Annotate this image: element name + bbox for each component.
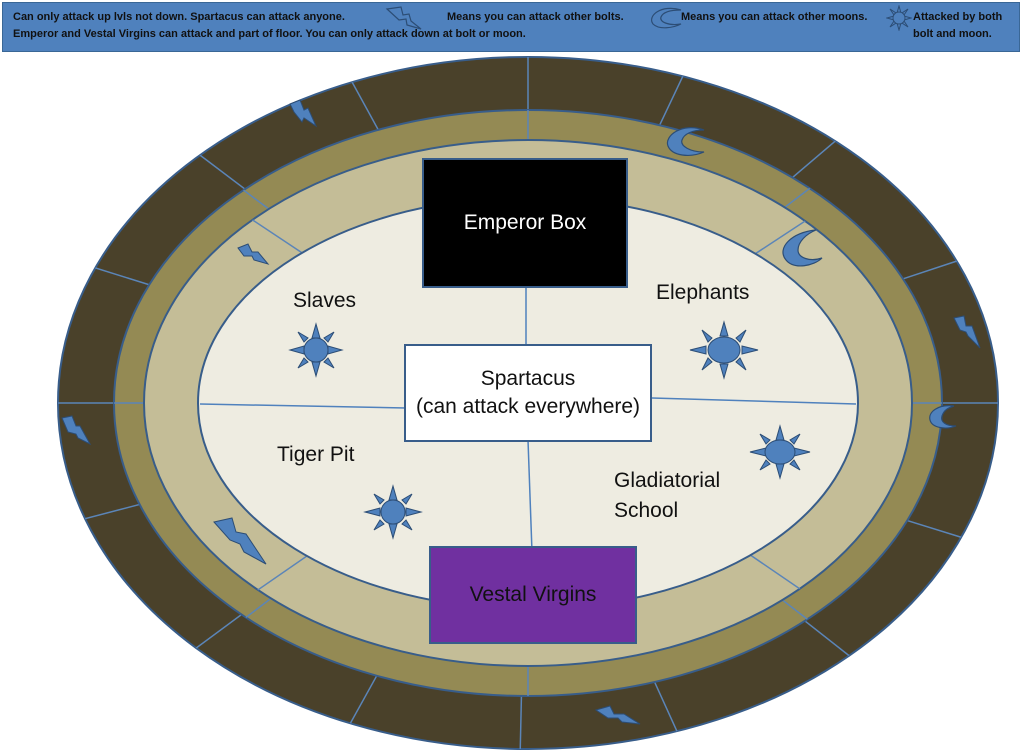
sun-icon bbox=[689, 320, 759, 380]
spartacus-box: Spartacus (can attack everywhere) bbox=[404, 344, 652, 442]
region-label-tiger-pit: Tiger Pit bbox=[277, 443, 355, 466]
spartacus-sublabel: (can attack everywhere) bbox=[415, 395, 641, 418]
crescent-moon-icon bbox=[782, 229, 823, 267]
lightning-bolt-icon bbox=[213, 517, 267, 565]
lightning-bolt-icon bbox=[61, 415, 92, 446]
legend-rule-line-2: Emperor and Vestal Virgins can attack an… bbox=[13, 28, 526, 40]
lightning-bolt-icon bbox=[385, 6, 422, 30]
lightning-bolt-icon bbox=[953, 315, 981, 349]
sun-icon bbox=[288, 322, 344, 378]
legend-moon-text: Means you can attack other moons. bbox=[681, 11, 868, 23]
sun-icon bbox=[363, 484, 423, 540]
legend-bolt-text: Means you can attack other bolts. bbox=[447, 11, 624, 23]
legend-rule-line-1: Can only attack up lvls not down. Sparta… bbox=[13, 11, 345, 23]
sun-icon bbox=[749, 424, 811, 480]
region-label-gladiatorial-line-1: Gladiatorial bbox=[614, 469, 721, 492]
legend-sun-text-1: Attacked by both bbox=[913, 11, 1003, 23]
lightning-bolt-icon bbox=[289, 99, 318, 128]
vestal-virgins-label: Vestal Virgins bbox=[469, 583, 597, 606]
region-label-gladiatorial-line-2: School bbox=[614, 499, 679, 522]
region-label-elephants: Elephants bbox=[656, 281, 750, 304]
legend-sun-text-2: bolt and moon. bbox=[913, 28, 992, 40]
region-label-gladiatorial-school: Gladiatorial School bbox=[614, 466, 720, 526]
crescent-moon-icon bbox=[651, 7, 682, 29]
region-label-slaves: Slaves bbox=[293, 289, 357, 312]
crescent-moon-icon bbox=[666, 127, 705, 156]
vestal-virgins-box: Vestal Virgins bbox=[429, 546, 637, 644]
emperor-box-label: Emperor Box bbox=[463, 211, 587, 234]
sun-icon bbox=[886, 5, 912, 31]
lightning-bolt-icon bbox=[237, 243, 270, 265]
spartacus-label: Spartacus bbox=[480, 367, 576, 390]
crescent-moon-icon bbox=[929, 405, 957, 429]
lightning-bolt-icon bbox=[594, 705, 641, 725]
emperor-box: Emperor Box bbox=[422, 158, 628, 288]
legend-bar: Can only attack up lvls not down. Sparta… bbox=[2, 2, 1020, 52]
